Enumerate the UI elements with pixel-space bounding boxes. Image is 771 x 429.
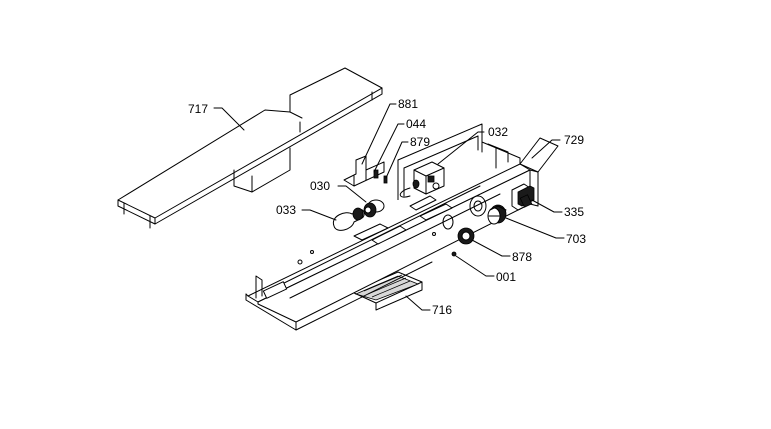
label-703: 703 <box>566 232 586 246</box>
part-032-switch <box>399 161 445 198</box>
label-878: 878 <box>512 250 532 264</box>
label-044: 044 <box>406 117 426 131</box>
label-717: 717 <box>188 102 208 116</box>
label-716: 716 <box>432 303 452 317</box>
part-labels: 717 881 044 879 032 729 030 033 335 703 … <box>188 97 586 317</box>
label-001: 001 <box>496 270 516 284</box>
part-879-pin <box>383 175 388 184</box>
part-335-clip <box>511 183 535 211</box>
part-881-bracket <box>343 155 385 187</box>
part-044-pin <box>373 169 379 179</box>
part-729-housing <box>245 123 559 331</box>
label-729: 729 <box>564 133 584 147</box>
label-030: 030 <box>310 179 330 193</box>
part-030-lamp-socket <box>363 199 385 218</box>
part-033-bulb <box>332 207 365 231</box>
part-878-ring <box>457 227 475 245</box>
part-001-screw <box>451 251 457 257</box>
part-717-cover <box>117 67 383 229</box>
part-703-knob <box>487 204 507 225</box>
label-879: 879 <box>410 135 430 149</box>
label-881: 881 <box>398 97 418 111</box>
label-032: 032 <box>488 125 508 139</box>
label-033: 033 <box>276 203 296 217</box>
part-716-grill <box>351 271 423 311</box>
leader-lines <box>213 103 565 311</box>
label-335: 335 <box>564 205 584 219</box>
